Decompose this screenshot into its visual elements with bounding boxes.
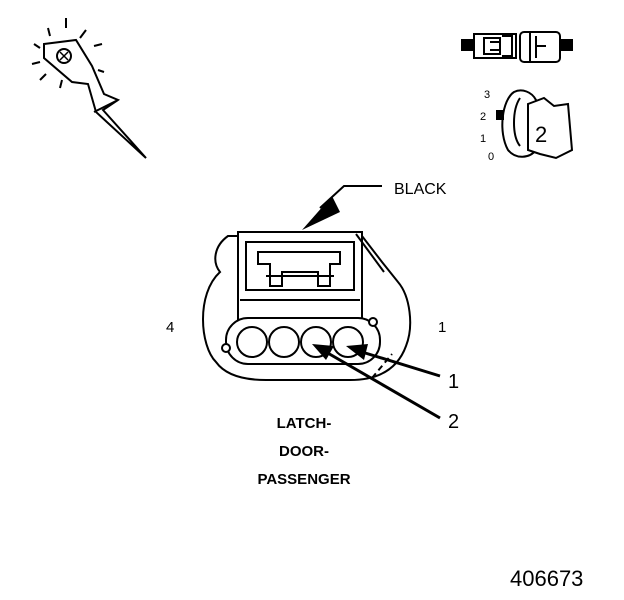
figure-id: 406673 — [510, 566, 583, 591]
callout-1-label: 1 — [448, 371, 459, 393]
position-1-label: 1 — [480, 133, 486, 145]
reference-dashed-line — [371, 353, 393, 379]
connector-name-line-3: PASSENGER — [257, 471, 350, 488]
connector-pair-icon — [461, 31, 573, 63]
cavity-end-right-label: 1 — [438, 319, 446, 336]
cavity-end-left-label: 4 — [166, 319, 174, 336]
position-key-icon: 2 — [496, 89, 574, 160]
connector-name-line-1: LATCH- — [277, 415, 332, 432]
connector-name-line-2: DOOR- — [279, 443, 329, 460]
callout-2-label: 2 — [448, 411, 459, 433]
key-number-label: 2 — [535, 122, 547, 147]
position-2-label: 2 — [480, 111, 486, 123]
color-leader-arrow — [302, 185, 382, 230]
callout-arrow-1 — [346, 344, 441, 378]
position-0-label: 0 — [488, 151, 494, 163]
terminal-probe-icon — [31, 18, 147, 159]
callout-arrow-2 — [312, 344, 441, 420]
connector-color-label: BLACK — [394, 181, 447, 198]
position-3-label: 3 — [484, 89, 490, 101]
